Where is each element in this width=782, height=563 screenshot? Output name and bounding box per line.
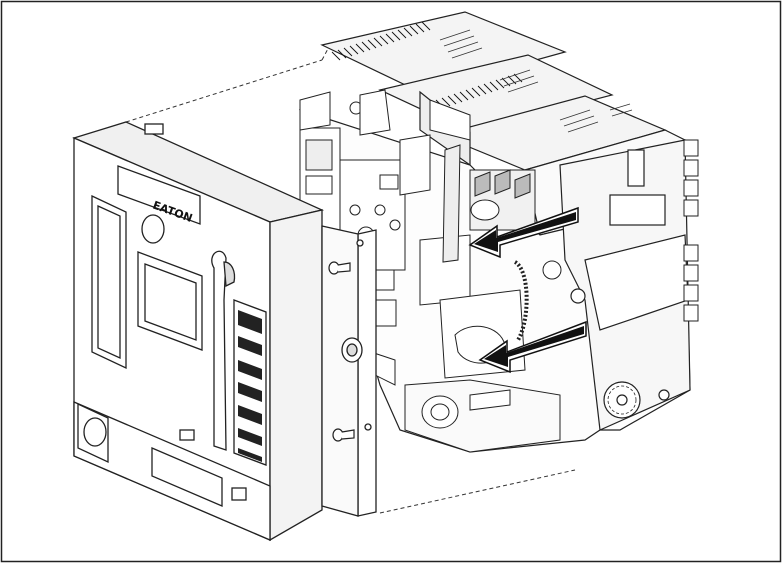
mounting-bracket <box>321 225 377 517</box>
cover-handle-slot <box>211 250 227 451</box>
side-window <box>627 149 645 187</box>
bracket-face <box>321 225 359 517</box>
mount-screw-lower <box>332 428 355 442</box>
bracket-hole-top <box>356 239 364 247</box>
arrow-upper-fill <box>474 212 576 252</box>
side-bolt-top <box>570 288 586 304</box>
cover-top-tab <box>144 123 164 135</box>
arrow-lower-fill <box>484 326 584 367</box>
cover-side <box>269 209 323 542</box>
housing-vents <box>439 29 633 133</box>
bracket-hole-bottom <box>364 423 372 431</box>
breaker-body <box>299 11 699 453</box>
brand-plate <box>117 165 201 225</box>
cover-bottom-slot <box>151 447 223 507</box>
cover-small-window <box>179 429 195 441</box>
mount-screw-upper <box>328 261 351 275</box>
cover-bottom-hole <box>83 417 107 447</box>
front-cover: EATON <box>72 121 325 542</box>
bracket-boss-inner <box>346 343 358 357</box>
bracket-bar <box>357 229 377 517</box>
cover-display-inner <box>144 263 197 341</box>
side-bolt-bottom <box>658 389 670 401</box>
internal-mechanism <box>299 89 562 453</box>
ribbed-combs <box>331 21 523 109</box>
removal-arrows <box>468 206 587 374</box>
cover-window-left-inner <box>97 204 121 360</box>
terminal-connectors <box>683 139 699 322</box>
cover-bottom-tab <box>231 487 247 501</box>
cover-handle-knob <box>223 261 236 288</box>
gear-wheel <box>603 381 641 419</box>
cover-knob-hole <box>141 214 165 244</box>
instruction-label-strips <box>238 310 262 462</box>
side-slot <box>609 194 666 226</box>
